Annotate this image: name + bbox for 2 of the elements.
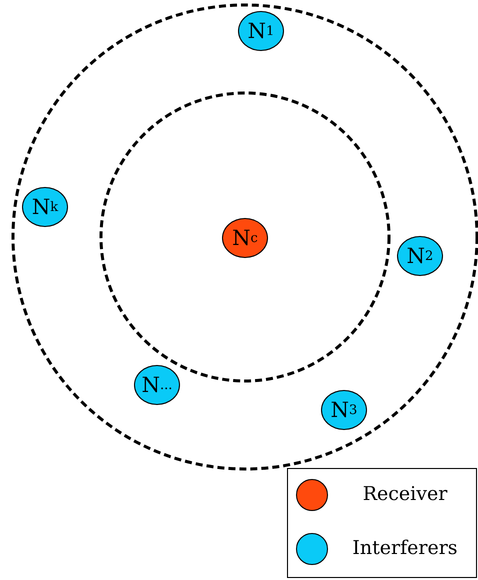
legend-label: Receiver (362, 483, 448, 505)
legend-label: Interferers (351, 537, 459, 559)
